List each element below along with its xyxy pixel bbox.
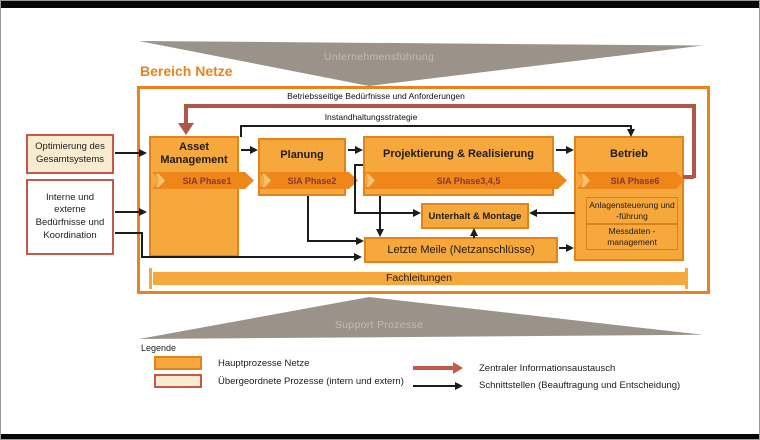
fachleitungen-left-cap (149, 268, 152, 289)
input-box-optimierung: Optimierung des Gesamtsystems (26, 134, 114, 174)
support-banner-label: Support Prozesse (334, 319, 424, 331)
arrow-interne-asset-head (139, 208, 147, 216)
legend-label-hauptprozesse: Hauptprozesse Netze (218, 358, 310, 369)
arrow-betrieb-unterhalt-head (529, 209, 537, 217)
arrow-lm-betrieb-line (559, 247, 568, 249)
arrow-planung-lm-seg2 (307, 240, 357, 242)
input-box-interne: Interne und externe Bedürfnisse und Koor… (26, 179, 114, 255)
legend-swatch-hauptprozesse (154, 356, 202, 370)
arrow-asset-planung-head (250, 146, 258, 154)
chevron-icon (581, 174, 590, 187)
feedback-arrowhead-icon (178, 123, 194, 135)
legend-label-informationsaustausch: Zentraler Informationsaustausch (479, 363, 616, 374)
arrow-proj-unterhalt-seg2 (354, 164, 356, 214)
arrow-asset-planung-line (241, 149, 251, 151)
arrow-betrieb-unterhalt-line (537, 212, 575, 214)
sia-phase6-band: SIA Phase6 (577, 172, 685, 189)
feedback-line-left (184, 104, 188, 124)
legend-swatch-uebergeordnete (154, 374, 202, 388)
strategy-label: Instandhaltungsstrategie (324, 112, 418, 122)
arrow-planung-proj-head (355, 146, 363, 154)
strategy-arrowhead-icon (627, 129, 635, 137)
arrow-lm-betrieb-head (566, 244, 574, 252)
bottom-black-bar (1, 434, 759, 439)
legend-red-arrowhead-icon (453, 362, 463, 374)
fachleitungen-label: Fachleitungen (386, 272, 452, 284)
planung-title: Planung (280, 148, 324, 161)
legend-black-arrow-line (413, 385, 457, 387)
sia-phase2-band: SIA Phase2 (258, 172, 358, 189)
arrow-proj-unterhalt-head (413, 209, 421, 217)
unterhalt-montage-box: Unterhalt & Montage (421, 203, 529, 229)
arrow-planung-proj-line (348, 149, 356, 151)
asset-management-title: Asset Management (160, 141, 228, 166)
strategy-line-across (240, 125, 632, 127)
arrow-proj-unterhalt-seg1 (354, 164, 363, 166)
legend-black-arrowhead-icon (455, 382, 463, 390)
projektierung-title: Projektierung & Realisierung (383, 147, 534, 160)
legend-red-arrow-line (413, 366, 455, 370)
arrow-planung-lm-seg1 (307, 196, 309, 242)
feedback-line-right (692, 104, 696, 178)
strategy-line-up (240, 125, 242, 137)
top-black-bar (1, 1, 759, 8)
anlagensteuerung-subbox: Anlagensteuerung und -führung (586, 197, 678, 224)
arrow-interne-lm-seg3 (141, 256, 355, 258)
feedback-line-top (184, 104, 696, 108)
feedback-line-stub (683, 175, 694, 179)
arrow-proj-betrieb-head (566, 146, 574, 154)
chevron-icon (366, 174, 375, 187)
legend-label-schnittstellen: Schnittstellen (Beauftragung und Entsche… (479, 380, 681, 391)
fachleitungen-bar (153, 272, 685, 285)
support-banner-triangle (139, 297, 703, 339)
fachleitungen-right-cap (685, 268, 688, 289)
betrieb-title: Betrieb (610, 147, 648, 160)
arrow-optimierung-asset-head (139, 149, 147, 157)
sia-phase345-band: SIA Phase3,4,5 (362, 172, 567, 189)
arrow-planung-lm-head (356, 237, 364, 245)
messdaten-subbox: Messdaten - management (586, 224, 678, 250)
letzte-meile-box: Letzte Meile (Netzanschlüsse) (364, 237, 558, 263)
arrow-interne-lm-seg2 (141, 232, 143, 258)
arrow-interne-lm-seg1 (115, 232, 143, 234)
arrow-lm-unterhalt-line (473, 234, 475, 238)
arrow-proj-unterhalt-seg3 (354, 212, 414, 214)
page-title: Bereich Netze (140, 63, 233, 79)
legend-label-uebergeordnete: Übergeordnete Prozesse (intern und exter… (218, 376, 404, 387)
strategy-line-down (630, 125, 632, 130)
arrow-proj-betrieb-line (556, 149, 567, 151)
chevron-icon (156, 174, 165, 187)
management-banner-label: Unternehmensführung (323, 51, 435, 63)
legend-title: Legende (141, 343, 177, 353)
arrow-proj-lm-line (379, 196, 381, 230)
arrow-lm-unterhalt-head (470, 228, 478, 236)
arrow-interne-asset-line (115, 211, 141, 213)
arrow-interne-lm-head (354, 253, 362, 261)
sia-phase1-band: SIA Phase1 (152, 172, 254, 189)
chevron-icon (262, 174, 271, 187)
arrow-optimierung-asset-line (115, 152, 141, 154)
feedback-label: Betriebsseitige Bedürfnisse und Anforder… (287, 91, 465, 101)
arrow-proj-lm-head (376, 229, 384, 237)
